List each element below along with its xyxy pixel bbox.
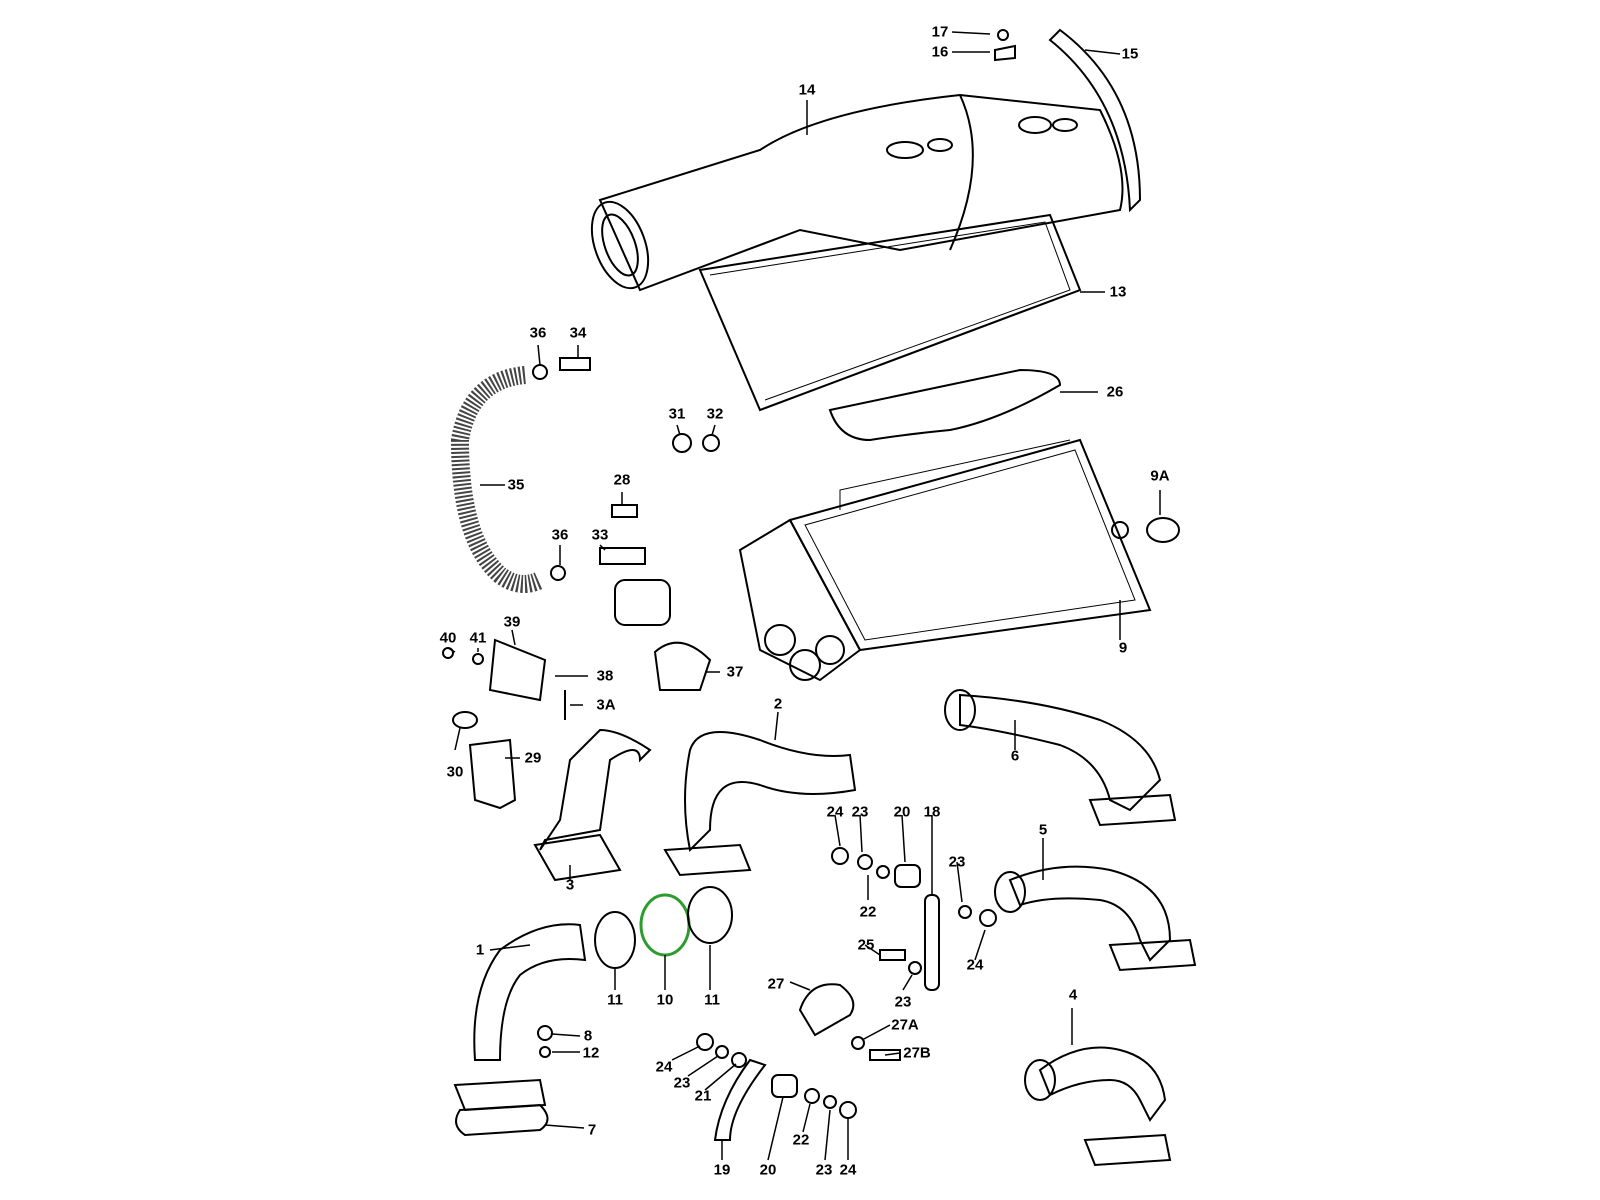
washers-nuts <box>537 29 1016 1119</box>
callout-label[interactable]: 23 <box>948 853 966 871</box>
callout-label[interactable]: 39 <box>503 613 521 631</box>
clamp-11-right <box>687 886 733 944</box>
air-filter-element <box>698 213 1082 412</box>
callout-label[interactable]: 31 <box>668 405 686 423</box>
callout-label[interactable]: 16 <box>931 43 949 61</box>
pipe-5 <box>994 865 1197 972</box>
callout-label[interactable]: 2 <box>773 695 783 713</box>
callout-label[interactable]: 32 <box>706 405 724 423</box>
callout-label[interactable]: 23 <box>673 1074 691 1092</box>
callout-label[interactable]: 24 <box>826 803 844 821</box>
callout-label[interactable]: 11 <box>607 991 623 1009</box>
clamp-11-left <box>594 911 636 969</box>
pipe-6 <box>944 689 1177 827</box>
callout-label[interactable]: 23 <box>815 1161 833 1179</box>
callout-label[interactable]: 20 <box>893 803 911 821</box>
callout-label[interactable]: 27B <box>903 1044 931 1062</box>
callout-label[interactable]: 13 <box>1109 283 1127 301</box>
callout-label[interactable]: 5 <box>1038 821 1048 839</box>
bracket-19 <box>713 1058 767 1141</box>
callout-label[interactable]: 30 <box>446 763 464 781</box>
callout-label[interactable]: 37 <box>726 663 744 681</box>
gasket-7 <box>455 1103 549 1137</box>
callout-label[interactable]: 33 <box>591 526 609 544</box>
hose-sleeve-10 <box>639 893 691 957</box>
callout-label[interactable]: 28 <box>613 471 631 489</box>
callout-label[interactable]: 36 <box>551 526 569 544</box>
callout-label[interactable]: 38 <box>596 667 614 685</box>
callout-label[interactable]: 35 <box>507 476 525 494</box>
callout-label[interactable]: 10 <box>656 991 674 1009</box>
callout-label[interactable]: 24 <box>655 1058 673 1076</box>
callout-label[interactable]: 19 <box>713 1161 731 1179</box>
callout-label[interactable]: 20 <box>759 1161 777 1179</box>
callout-label[interactable]: 3 <box>565 876 575 894</box>
callout-label[interactable]: 11 <box>704 991 720 1009</box>
callout-label[interactable]: 6 <box>1010 747 1020 765</box>
callout-label[interactable]: 17 <box>931 23 949 41</box>
callout-label[interactable]: 27A <box>891 1016 919 1034</box>
air-cleaner-housing <box>738 438 1152 682</box>
callout-label[interactable]: 29 <box>524 749 542 767</box>
callout-label[interactable]: 24 <box>966 956 984 974</box>
callout-label[interactable]: 8 <box>583 1027 593 1045</box>
callout-label[interactable]: 18 <box>923 803 941 821</box>
callout-label[interactable]: 41 <box>469 629 487 647</box>
mount-27 <box>798 983 855 1037</box>
small-parts <box>442 357 1180 810</box>
callout-label[interactable]: 21 <box>694 1087 712 1105</box>
callout-label[interactable]: 14 <box>798 81 816 99</box>
callout-label[interactable]: 9 <box>1118 639 1128 657</box>
pipe-1 <box>453 923 587 1112</box>
callout-label[interactable]: 40 <box>439 629 457 647</box>
strap <box>1048 28 1142 213</box>
callout-label[interactable]: 22 <box>859 903 877 921</box>
callout-label[interactable]: 34 <box>569 324 587 342</box>
leader-lines <box>447 31 1161 1161</box>
callout-label[interactable]: 1 <box>475 941 485 959</box>
breather-hose <box>450 366 545 593</box>
callout-label[interactable]: 15 <box>1121 45 1139 63</box>
pipe-2 <box>663 731 857 877</box>
callout-label[interactable]: 22 <box>792 1131 810 1149</box>
pipe-3 <box>533 728 652 882</box>
callout-label[interactable]: 26 <box>1106 383 1124 401</box>
callout-label[interactable]: 7 <box>587 1121 597 1139</box>
callout-label[interactable]: 23 <box>894 993 912 1011</box>
callout-label[interactable]: 36 <box>529 324 547 342</box>
gasket <box>828 368 1062 442</box>
callout-label[interactable]: 4 <box>1068 986 1078 1004</box>
pipe-4 <box>1024 1046 1172 1167</box>
callout-label[interactable]: 25 <box>857 936 875 954</box>
callout-label[interactable]: 27 <box>767 975 785 993</box>
callout-label[interactable]: 23 <box>851 803 869 821</box>
callout-label[interactable]: 3A <box>596 696 616 714</box>
callout-label[interactable]: 9A <box>1150 467 1170 485</box>
bracket-18 <box>924 894 940 991</box>
callout-label[interactable]: 24 <box>839 1161 857 1179</box>
callout-label[interactable]: 12 <box>582 1044 600 1062</box>
air-cleaner-cover <box>590 93 1124 292</box>
